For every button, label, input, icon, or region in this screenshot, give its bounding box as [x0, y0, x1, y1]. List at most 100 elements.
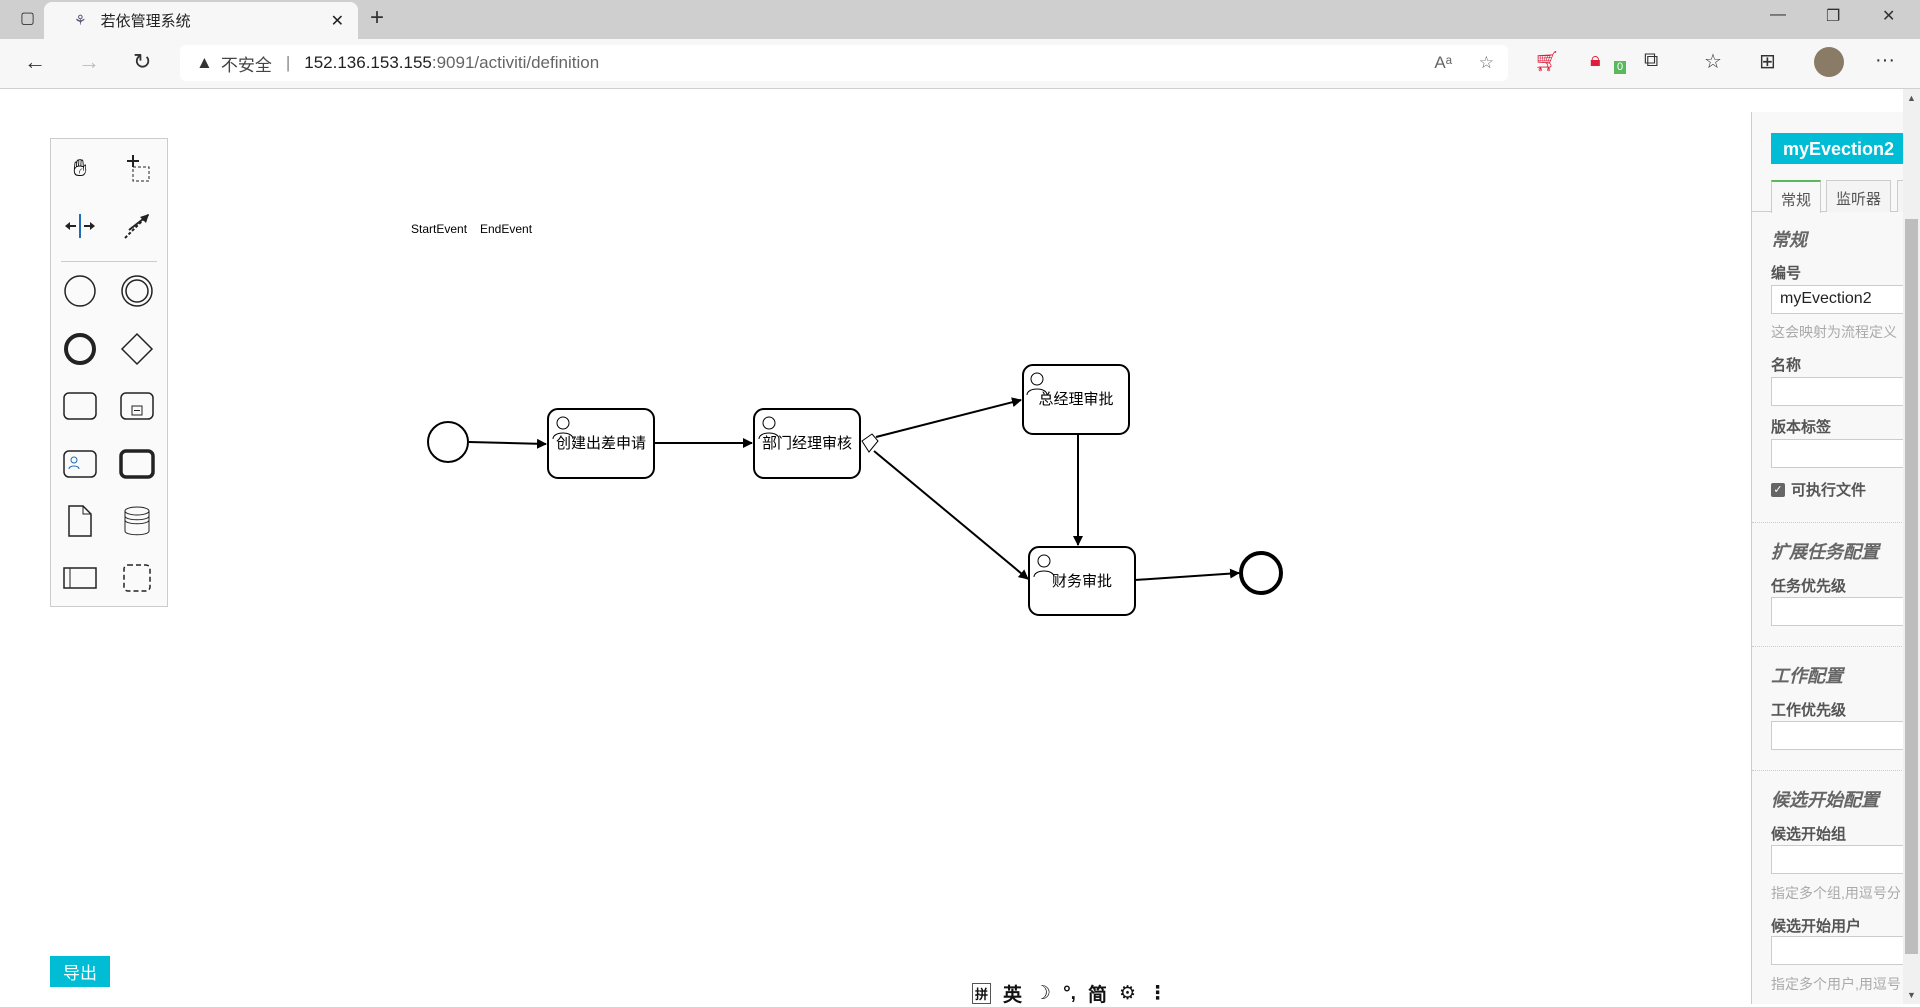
executable-label: 可执行文件: [1791, 482, 1867, 499]
read-aloud-icon[interactable]: Aᵃ: [1434, 53, 1452, 72]
pool-icon[interactable]: [62, 560, 98, 596]
user-task-3[interactable]: 总经理审批: [1022, 364, 1130, 435]
start-event[interactable]: [427, 421, 469, 463]
user-task-1[interactable]: 创建出差申请: [547, 408, 655, 479]
version-input[interactable]: [1771, 439, 1903, 468]
call-activity-icon[interactable]: [119, 446, 155, 482]
flow-task2-to-task4[interactable]: [873, 450, 1029, 580]
name-input[interactable]: [1771, 377, 1903, 406]
tab-more[interactable]: [1897, 180, 1903, 212]
flow-start-to-task1[interactable]: [468, 438, 547, 449]
page-scrollbar[interactable]: ▲ ▼: [1903, 89, 1920, 1004]
ime-pinyin[interactable]: 拼: [972, 983, 992, 1004]
panel-title: myEvection2: [1771, 133, 1903, 164]
task-label: 财务审批: [1052, 573, 1112, 590]
task-icon[interactable]: [62, 388, 98, 424]
new-tab-button[interactable]: +: [370, 4, 385, 31]
address-bar-row: ← → ↻ ▲ 不安全 | 152.136.153.155:9091/activ…: [0, 39, 1920, 89]
security-label[interactable]: 不安全: [220, 55, 272, 75]
space-tool-icon[interactable]: [62, 208, 98, 244]
extensions-icon[interactable]: ⧉: [1644, 49, 1659, 71]
ime-more-icon[interactable]: ⋮: [1148, 983, 1168, 1004]
name-label: 名称: [1771, 357, 1802, 374]
back-icon[interactable]: ←: [24, 49, 46, 74]
candidate-groups-label: 候选开始组: [1771, 826, 1847, 843]
scroll-down-icon[interactable]: ▼: [1907, 990, 1916, 1000]
ime-english[interactable]: 英: [1003, 985, 1023, 1006]
id-input[interactable]: myEvection2: [1771, 285, 1903, 314]
add-favorite-icon[interactable]: ☆: [1478, 53, 1494, 72]
browser-tab[interactable]: ⚘ 若依管理系统 ✕: [44, 2, 358, 39]
flow-task4-to-end[interactable]: [1134, 568, 1240, 581]
extension-badge: 0: [1614, 61, 1627, 74]
scrollbar-thumb[interactable]: [1905, 219, 1918, 954]
task-label: 创建出差申请: [556, 435, 646, 452]
export-button[interactable]: 导出: [50, 956, 110, 987]
close-window-button[interactable]: ✕: [1882, 8, 1896, 25]
task-priority-input[interactable]: [1771, 597, 1903, 626]
ime-simplified[interactable]: 简: [1087, 985, 1107, 1006]
section-candidate: 候选开始配置: [1771, 790, 1879, 810]
restore-button[interactable]: ❐: [1826, 8, 1841, 25]
panel-tabs: 常规 监听器: [1752, 179, 1903, 213]
ime-settings-icon[interactable]: ⚙: [1118, 983, 1137, 1004]
candidate-groups-hint: 指定多个组,用逗号分: [1771, 885, 1901, 901]
candidate-users-label: 候选开始用户: [1771, 918, 1862, 935]
collections-icon[interactable]: ⊞: [1759, 51, 1776, 73]
candidate-users-input[interactable]: [1771, 936, 1903, 965]
group-icon[interactable]: [119, 560, 155, 596]
end-event[interactable]: [1239, 551, 1283, 595]
flow-task2-to-task3[interactable]: [875, 397, 1022, 438]
data-store-icon[interactable]: [119, 503, 155, 539]
tab-bar: ▢ ⚘ 若依管理系统 ✕ + — ❐ ✕: [0, 0, 1920, 39]
connect-tool-icon[interactable]: [119, 208, 155, 244]
divider: [1752, 522, 1903, 523]
palette-divider: [61, 261, 157, 262]
tab-general[interactable]: 常规: [1771, 180, 1822, 213]
data-object-icon[interactable]: [62, 503, 98, 539]
divider: [1752, 646, 1903, 647]
url-host: 152.136.153.155: [304, 53, 432, 72]
more-icon[interactable]: ···: [1875, 49, 1895, 71]
ime-moon-icon[interactable]: ☽: [1034, 983, 1052, 1004]
properties-panel: myEvection2 常规 监听器 常规 编号 myEvection2 这会映…: [1751, 112, 1903, 1004]
url-field[interactable]: ▲ 不安全 | 152.136.153.155:9091/activiti/de…: [180, 45, 1508, 81]
intermediate-event-icon[interactable]: [119, 273, 155, 309]
minimize-button[interactable]: —: [1770, 6, 1786, 23]
tool-palette: ✋︎: [50, 138, 168, 607]
job-priority-input[interactable]: [1771, 721, 1903, 750]
hand-tool-icon[interactable]: ✋︎: [73, 155, 87, 182]
user-task-icon[interactable]: [62, 446, 98, 482]
section-extension: 扩展任务配置: [1771, 542, 1879, 562]
subprocess-icon[interactable]: [119, 388, 155, 424]
avatar[interactable]: [1814, 47, 1844, 77]
tab-actions-icon[interactable]: ▢: [20, 10, 36, 27]
favorites-icon[interactable]: ☆: [1704, 51, 1722, 73]
id-hint: 这会映射为流程定义: [1771, 324, 1897, 340]
user-task-2[interactable]: 部门经理审核: [753, 408, 861, 479]
task-priority-label: 任务优先级: [1771, 578, 1847, 595]
candidate-groups-input[interactable]: [1771, 845, 1903, 874]
task-label: 总经理审批: [1038, 391, 1113, 408]
scroll-up-icon[interactable]: ▲: [1907, 93, 1916, 103]
ime-punctuation[interactable]: °,: [1063, 982, 1076, 1004]
divider: [1752, 770, 1903, 771]
shopping-icon[interactable]: 🛒︎: [1534, 51, 1560, 73]
checkbox-checked-icon[interactable]: ✓: [1771, 482, 1785, 497]
tab-title: 若依管理系统: [100, 13, 191, 30]
gateway-icon[interactable]: [119, 331, 155, 367]
default-flow-marker: [861, 433, 879, 453]
tab-listeners[interactable]: 监听器: [1826, 180, 1892, 212]
lasso-tool-icon[interactable]: [119, 151, 155, 187]
user-task-4[interactable]: 财务审批: [1028, 546, 1136, 616]
end-event-icon[interactable]: [62, 331, 98, 367]
close-tab-icon[interactable]: ✕: [330, 12, 344, 30]
reload-icon[interactable]: ↻: [133, 49, 152, 74]
section-general: 常规: [1771, 230, 1807, 250]
forward-icon[interactable]: →: [78, 49, 100, 74]
lock-extension-icon[interactable]: 🔒︎: [1590, 49, 1601, 71]
executable-checkbox[interactable]: ✓ 可执行文件: [1771, 479, 1866, 500]
url-path: :9091/activiti/definition: [431, 53, 600, 72]
start-event-icon[interactable]: [62, 273, 98, 309]
